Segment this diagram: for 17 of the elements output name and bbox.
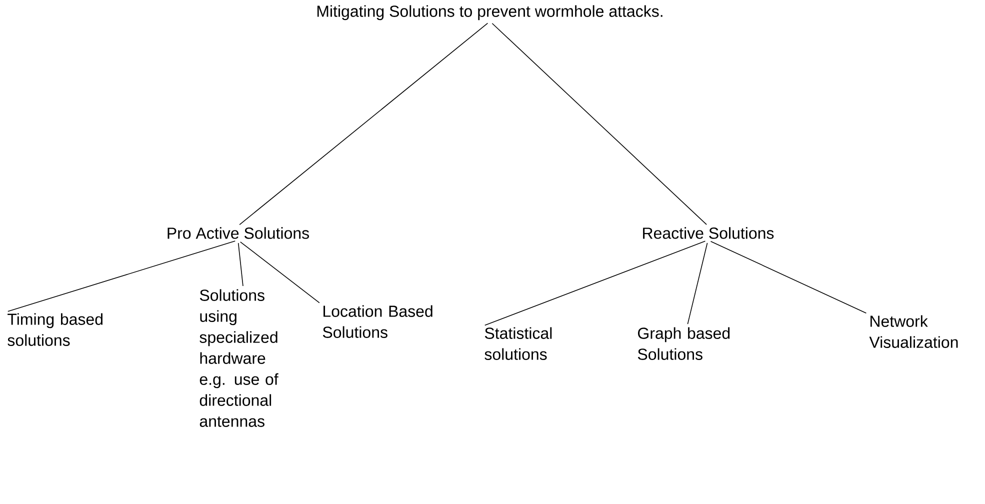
text-label: Mitigating Solutions to prevent wormhole attacks. [317,5,662,20]
connector-line [687,242,708,324]
text-label: Pro Active Solutions [168,227,309,239]
text-label: Graph based Solutions [638,327,730,360]
text-label: Solutions using specialized hardware e.g. use of directional antennas [200,289,278,427]
text-label: Reactive Solutions [643,227,774,239]
connector-line [484,240,706,326]
text-label: Statistical solutions [484,327,552,360]
text-label: Network Visualization [869,315,958,348]
connector-line [710,240,867,314]
connector-line [8,240,236,312]
connector-line [238,242,244,286]
text-label: Location Based Solutions [322,305,432,338]
connector-line [240,242,320,304]
connector-line [492,22,707,225]
text-label: Timing based solutions [8,313,102,346]
connector-line [239,22,488,226]
